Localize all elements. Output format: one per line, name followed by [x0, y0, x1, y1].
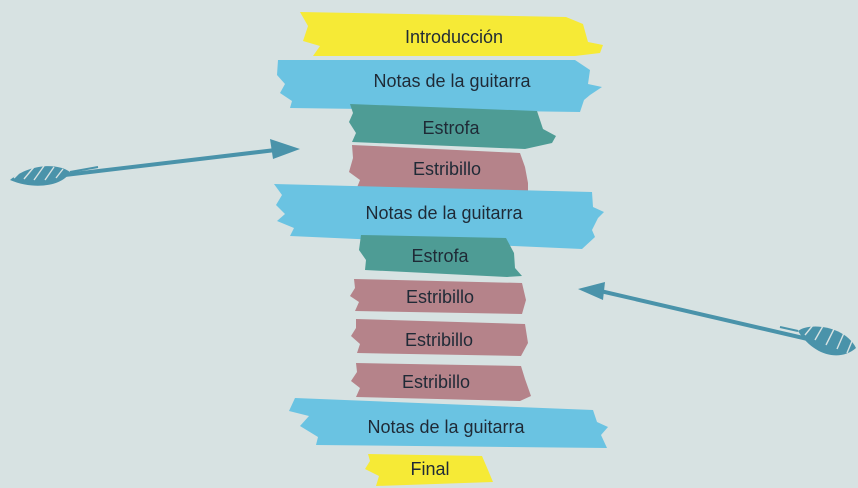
right-arrow-icon	[578, 282, 856, 356]
section-guitar-notes-1: Notas de la guitarra	[277, 60, 602, 112]
section-label-chorus-1: Estribillo	[413, 159, 481, 179]
section-label-guitar-notes-1: Notas de la guitarra	[373, 71, 531, 91]
section-chorus-2: Estribillo	[350, 279, 526, 314]
section-chorus-1: Estribillo	[349, 145, 528, 195]
left-arrow-icon	[10, 139, 300, 186]
section-label-chorus-3: Estribillo	[405, 330, 473, 350]
section-intro: Introducción	[300, 12, 603, 56]
section-final: Final	[365, 454, 493, 486]
section-chorus-4: Estribillo	[351, 363, 531, 401]
section-verse-2: Estrofa	[359, 235, 522, 277]
section-guitar-notes-2: Notas de la guitarra	[274, 184, 604, 249]
section-label-chorus-2: Estribillo	[406, 287, 474, 307]
section-guitar-notes-3: Notas de la guitarra	[289, 398, 608, 448]
section-label-verse-1: Estrofa	[422, 118, 480, 138]
section-verse-1: Estrofa	[349, 104, 556, 149]
section-label-chorus-4: Estribillo	[402, 372, 470, 392]
section-label-guitar-notes-3: Notas de la guitarra	[367, 417, 525, 437]
section-chorus-3: Estribillo	[351, 319, 528, 356]
section-label-intro: Introducción	[405, 27, 503, 47]
section-label-final: Final	[410, 459, 449, 479]
section-label-guitar-notes-2: Notas de la guitarra	[365, 203, 523, 223]
section-label-verse-2: Estrofa	[411, 246, 469, 266]
